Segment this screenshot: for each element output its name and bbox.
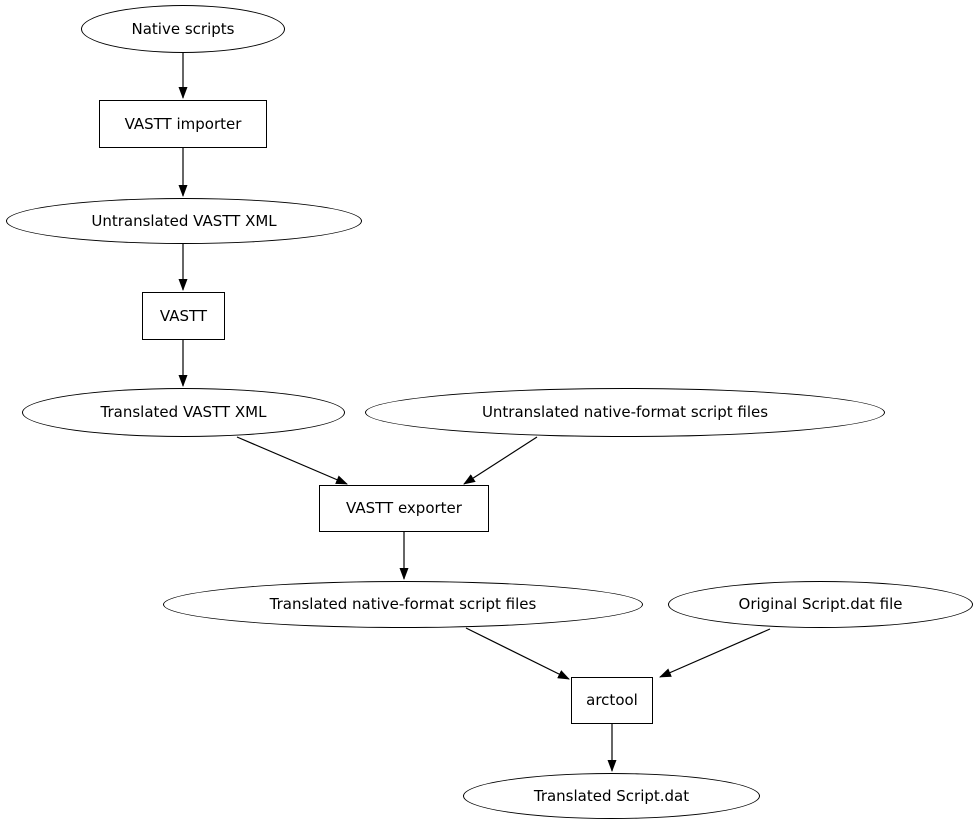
node-vastt-exporter: VASTT exporter bbox=[319, 485, 489, 532]
edge-original-script-dat-to-arctool bbox=[659, 628, 771, 678]
node-vastt: VASTT bbox=[142, 292, 225, 340]
edge-translated-native-files-to-arctool bbox=[465, 627, 570, 680]
node-translated-vastt-xml: Translated VASTT XML bbox=[22, 388, 345, 437]
node-arctool: arctool bbox=[571, 677, 653, 724]
edge-translated-vastt-xml-to-vastt-exporter bbox=[236, 436, 348, 485]
node-untranslated-vastt-xml: Untranslated VASTT XML bbox=[6, 198, 362, 244]
node-native-scripts: Native scripts bbox=[81, 5, 285, 53]
node-translated-script-dat: Translated Script.dat bbox=[463, 773, 760, 819]
node-original-script-dat-file: Original Script.dat file bbox=[668, 581, 973, 628]
edge-untranslated-native-files-to-vastt-exporter bbox=[463, 436, 538, 485]
node-untranslated-native-format-script-files: Untranslated native-format script files bbox=[365, 388, 885, 437]
node-translated-native-format-script-files: Translated native-format script files bbox=[163, 581, 643, 628]
node-vastt-importer: VASTT importer bbox=[99, 100, 267, 148]
